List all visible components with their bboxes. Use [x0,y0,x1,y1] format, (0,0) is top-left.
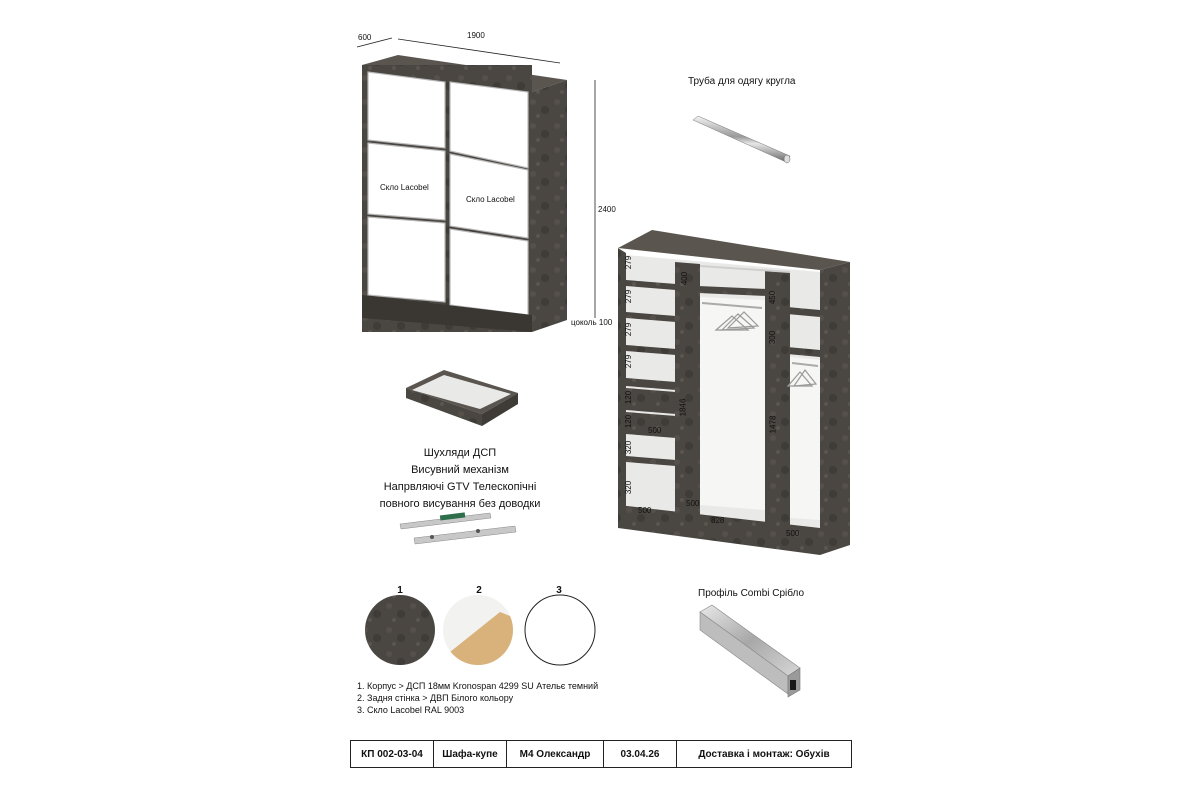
depth-dimension: 600 [358,33,372,42]
drawer-caption-line: Шухляди ДСП [423,447,497,459]
delivery-info: Доставка і монтаж: Обухів [676,740,852,768]
materials-legend: 1. Корпус > ДСП 18мм Kronospan 4299 SU А… [357,680,598,716]
client-name: М4 Олександр [506,740,604,768]
order-date: 03.04.26 [603,740,677,768]
legend-item: 2. Задня стінка > ДВП Білого кольору [357,693,514,703]
dim-bottom-span: 828 [711,516,725,525]
swatch-number-3: 3 [556,585,562,596]
swatch-number-1: 1 [397,585,403,596]
plinth-label: цоколь 100 [571,318,613,327]
product-name: Шафа-купе [433,740,507,768]
glass-label-left: Скло Lacobel [380,183,429,192]
dim-right-bottom-width: 500 [786,529,800,538]
title-block: КП 002-03-04 Шафа-купе М4 Олександр 03.0… [350,740,852,768]
width-dimension: 1900 [467,31,485,40]
swatch-number-2: 2 [476,585,482,596]
glass-label-right: Скло Lacobel [466,195,515,204]
drawer-caption-line: повного висування без доводки [379,498,541,510]
swatch-carcass [365,595,435,665]
order-code: КП 002-03-04 [350,740,434,768]
height-dimension: 2400 [598,205,616,214]
legend-item: 3. Скло Lacobel RAL 9003 [357,705,465,715]
drawer-caption-line: Висувний механізм [411,464,509,476]
profile-title: Профіль Combi Срібло [698,588,805,599]
drawer-caption-line: Напрвляючі GTV Телескопічні [383,481,537,493]
drawer-caption: Шухляди ДСП Висувний механізм Напрвляючі… [360,445,560,513]
rail-title: Труба для одягу кругла [688,76,796,87]
dim-drawer-width: 500 [648,426,662,435]
dim-left-bottom-width: 500 [638,506,652,515]
swatch-glass [524,594,596,666]
swatch-back-panel [443,595,513,665]
legend-item: 1. Корпус > ДСП 18мм Kronospan 4299 SU А… [357,681,599,691]
dim-mid-bottom-width: 500 [686,499,700,508]
